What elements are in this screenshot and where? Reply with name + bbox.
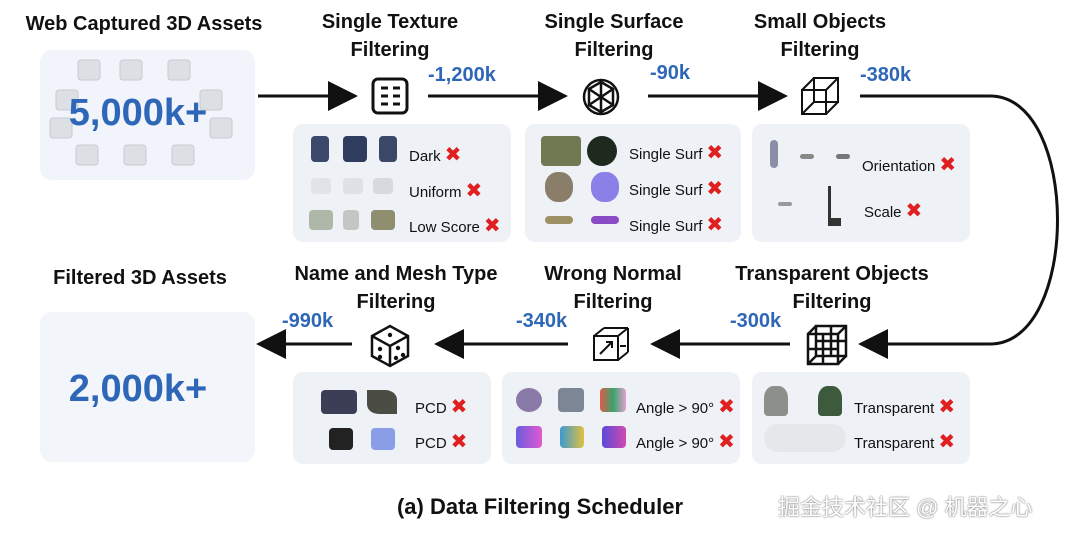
removed-count-wrong-normal: -340k: [516, 310, 568, 332]
examples-panel-single-texture: Dark✖ Uniform✖ Low Score✖: [293, 124, 511, 242]
texture-grid-icon: [370, 76, 410, 121]
examples-panel-single-surface: Single Surf✖ Single Surf✖ Single Surf✖: [525, 124, 741, 242]
asset-thumbnail: [329, 428, 353, 450]
asset-thumbnail: [764, 386, 788, 416]
asset-thumbnail: [321, 390, 357, 414]
knot-icon: [580, 76, 622, 123]
asset-thumbnail: [836, 154, 850, 159]
watermark: 掘金技术社区 @ 机器之心: [778, 495, 1033, 520]
reject-row: Orientation✖: [862, 154, 957, 176]
asset-thumbnail: [778, 202, 792, 206]
asset-thumbnail: [311, 136, 329, 162]
figure-caption: (a) Data Filtering Scheduler: [396, 494, 684, 519]
asset-thumbnail: [560, 426, 584, 448]
target-assets-area: [40, 312, 255, 462]
dice-icon: [366, 322, 412, 373]
asset-thumbnail: [371, 210, 395, 230]
asset-thumbnail: [545, 172, 573, 202]
asset-thumbnail: [818, 386, 842, 416]
asset-thumbnail: [371, 428, 395, 450]
reject-row: Angle > 90°✖: [636, 396, 735, 418]
asset-thumbnail: [602, 426, 626, 448]
reject-row: Transparent✖: [854, 431, 956, 453]
removed-count-single-texture: -1,200k: [428, 64, 496, 86]
reject-row: Angle > 90°✖: [636, 431, 735, 453]
examples-panel-small-objects: Orientation✖ Scale✖: [752, 124, 970, 242]
asset-thumbnail: [764, 424, 846, 452]
reject-row: Scale✖: [864, 200, 923, 222]
removed-count-transparent-objects: -300k: [730, 310, 782, 332]
asset-thumbnail: [343, 178, 363, 194]
reject-row: PCD✖: [415, 431, 468, 453]
asset-thumbnail: [545, 216, 573, 224]
removed-count-name-mesh-type: -990k: [282, 310, 334, 332]
asset-thumbnail: [600, 388, 626, 412]
reject-row: Single Surf✖: [629, 178, 724, 200]
asset-thumbnail: [591, 216, 619, 224]
asset-thumbnail: [379, 136, 397, 162]
asset-thumbnail: [343, 136, 367, 162]
source-assets-area: [40, 50, 255, 180]
asset-thumbnail: [541, 136, 581, 166]
asset-thumbnail: [770, 140, 778, 168]
source-title: Web Captured 3D Assets: [25, 13, 263, 35]
asset-thumbnail: [591, 172, 619, 202]
asset-thumbnail: [516, 426, 542, 448]
reject-row: Transparent✖: [854, 396, 956, 418]
reject-row: Single Surf✖: [629, 142, 724, 164]
reject-row: Low Score✖: [409, 215, 501, 237]
examples-panel-wrong-normal: Angle > 90°✖ Angle > 90°✖: [502, 372, 740, 464]
reject-row: Single Surf✖: [629, 214, 724, 236]
wireframe-cube-icon: [804, 322, 850, 373]
reject-row: Dark✖: [409, 144, 462, 166]
target-title: Filtered 3D Assets: [53, 267, 227, 289]
asset-thumbnail: [311, 178, 331, 194]
asset-thumbnail: [587, 136, 617, 166]
asset-thumbnail: [516, 388, 542, 412]
removed-count-single-surface: -90k: [650, 62, 691, 84]
cube-icon: [798, 74, 842, 123]
asset-thumbnail: [367, 390, 397, 414]
asset-thumbnail: [373, 178, 393, 194]
reject-row: PCD✖: [415, 396, 468, 418]
asset-thumbnail: [828, 186, 841, 226]
removed-count-small-objects: -380k: [860, 64, 912, 86]
asset-thumbnail: [558, 388, 584, 412]
asset-tiles-icon: [49, 59, 233, 166]
asset-thumbnail: [309, 210, 333, 230]
examples-panel-transparent-objects: Transparent✖ Transparent✖: [752, 372, 970, 464]
examples-panel-name-mesh-type: PCD✖ PCD✖: [293, 372, 491, 464]
asset-thumbnail: [343, 210, 359, 230]
asset-thumbnail: [800, 154, 814, 159]
normal-box-icon: [590, 324, 630, 369]
reject-row: Uniform✖: [409, 180, 483, 202]
target-count: 2,000k+: [68, 368, 208, 410]
source-count: 5,000k+: [68, 92, 208, 134]
